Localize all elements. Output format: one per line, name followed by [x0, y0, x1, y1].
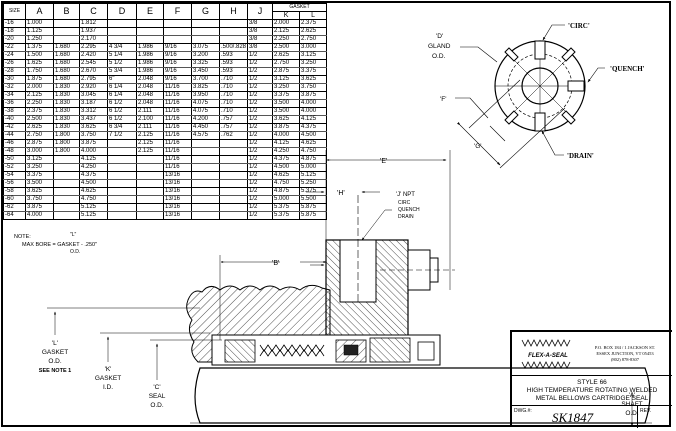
svg-text:FLEX-A-SEAL: FLEX-A-SEAL: [528, 353, 568, 359]
flex-a-seal-logo: FLEX-A-SEAL: [518, 336, 578, 372]
revision-label: REV.: [640, 408, 652, 414]
gland-od-label: O.D.: [432, 53, 446, 60]
quench-port-label: 'QUENCH': [610, 65, 645, 73]
e-dimension-label: 'E': [380, 158, 387, 165]
svg-text:MAX BORE = GASKET - .250": MAX BORE = GASKET - .250": [22, 242, 97, 248]
svg-text:"L": "L": [70, 232, 77, 238]
svg-text:'K': 'K': [105, 366, 112, 373]
svg-text:O.D.: O.D.: [70, 249, 80, 255]
npt-label: QUENCH: [398, 207, 420, 213]
gland-od-label: 'D': [436, 33, 443, 40]
svg-text:'L': 'L': [52, 340, 58, 347]
svg-text:'C': 'C': [153, 384, 160, 391]
circ-port-label: 'CIRC': [568, 22, 590, 30]
f-dimension-label: 'F': [440, 96, 446, 103]
seal-cross-section: [47, 150, 655, 427]
g-dimension-label: 'G': [474, 143, 482, 150]
title-block: FLEX-A-SEAL P.O. BOX 184 / 1 JACKSON ST.…: [510, 330, 672, 428]
gland-end-view: [455, 24, 605, 169]
npt-label: 'J' NPT: [396, 192, 415, 198]
table-cell: [218, 211, 249, 220]
svg-text:SHAFT: SHAFT: [621, 401, 642, 408]
gasket-od-label: 'L' GASKET O.D. SEE NOTE 1: [39, 340, 71, 374]
svg-text:GASKET: GASKET: [42, 349, 68, 356]
svg-text:SEAL: SEAL: [149, 393, 166, 400]
sheet-border: [1, 1, 671, 427]
svg-text:I.D.: I.D.: [103, 384, 113, 391]
svg-text:O.D.: O.D.: [150, 402, 164, 409]
npt-label: DRAIN: [398, 214, 414, 220]
svg-text:O.D.: O.D.: [625, 410, 639, 417]
svg-text:'A': 'A': [629, 392, 636, 399]
company-address: P.O. BOX 184 / 1 JACKSON ST. ESSEX JUNCT…: [594, 344, 656, 362]
h-dimension-label: 'H': [337, 190, 345, 197]
svg-text:SEE NOTE 1: SEE NOTE 1: [39, 368, 71, 374]
drain-port-label: 'DRAIN': [567, 152, 594, 160]
gland-od-label: GLAND: [428, 43, 451, 50]
shaft-od-label: 'A' SHAFT O.D.: [621, 392, 642, 417]
seal-od-label: 'C' SEAL O.D.: [149, 384, 166, 409]
max-bore-note: NOTE: "L" MAX BORE = GASKET - .250" O.D.: [14, 232, 97, 255]
dwg-label: DWG.#:: [514, 408, 532, 414]
svg-text:O.D.: O.D.: [48, 358, 62, 365]
svg-text:GASKET: GASKET: [95, 375, 121, 382]
drawing-title: STYLE 66 HIGH TEMPERATURE ROTATING WELDE…: [512, 376, 672, 406]
svg-text:NOTE:: NOTE:: [14, 234, 31, 240]
npt-label: CIRC: [398, 200, 411, 206]
b-dimension-label: 'B': [272, 260, 279, 267]
gasket-id-label: 'K' GASKET I.D.: [95, 366, 121, 391]
drawing-number: SK1847: [552, 410, 594, 425]
